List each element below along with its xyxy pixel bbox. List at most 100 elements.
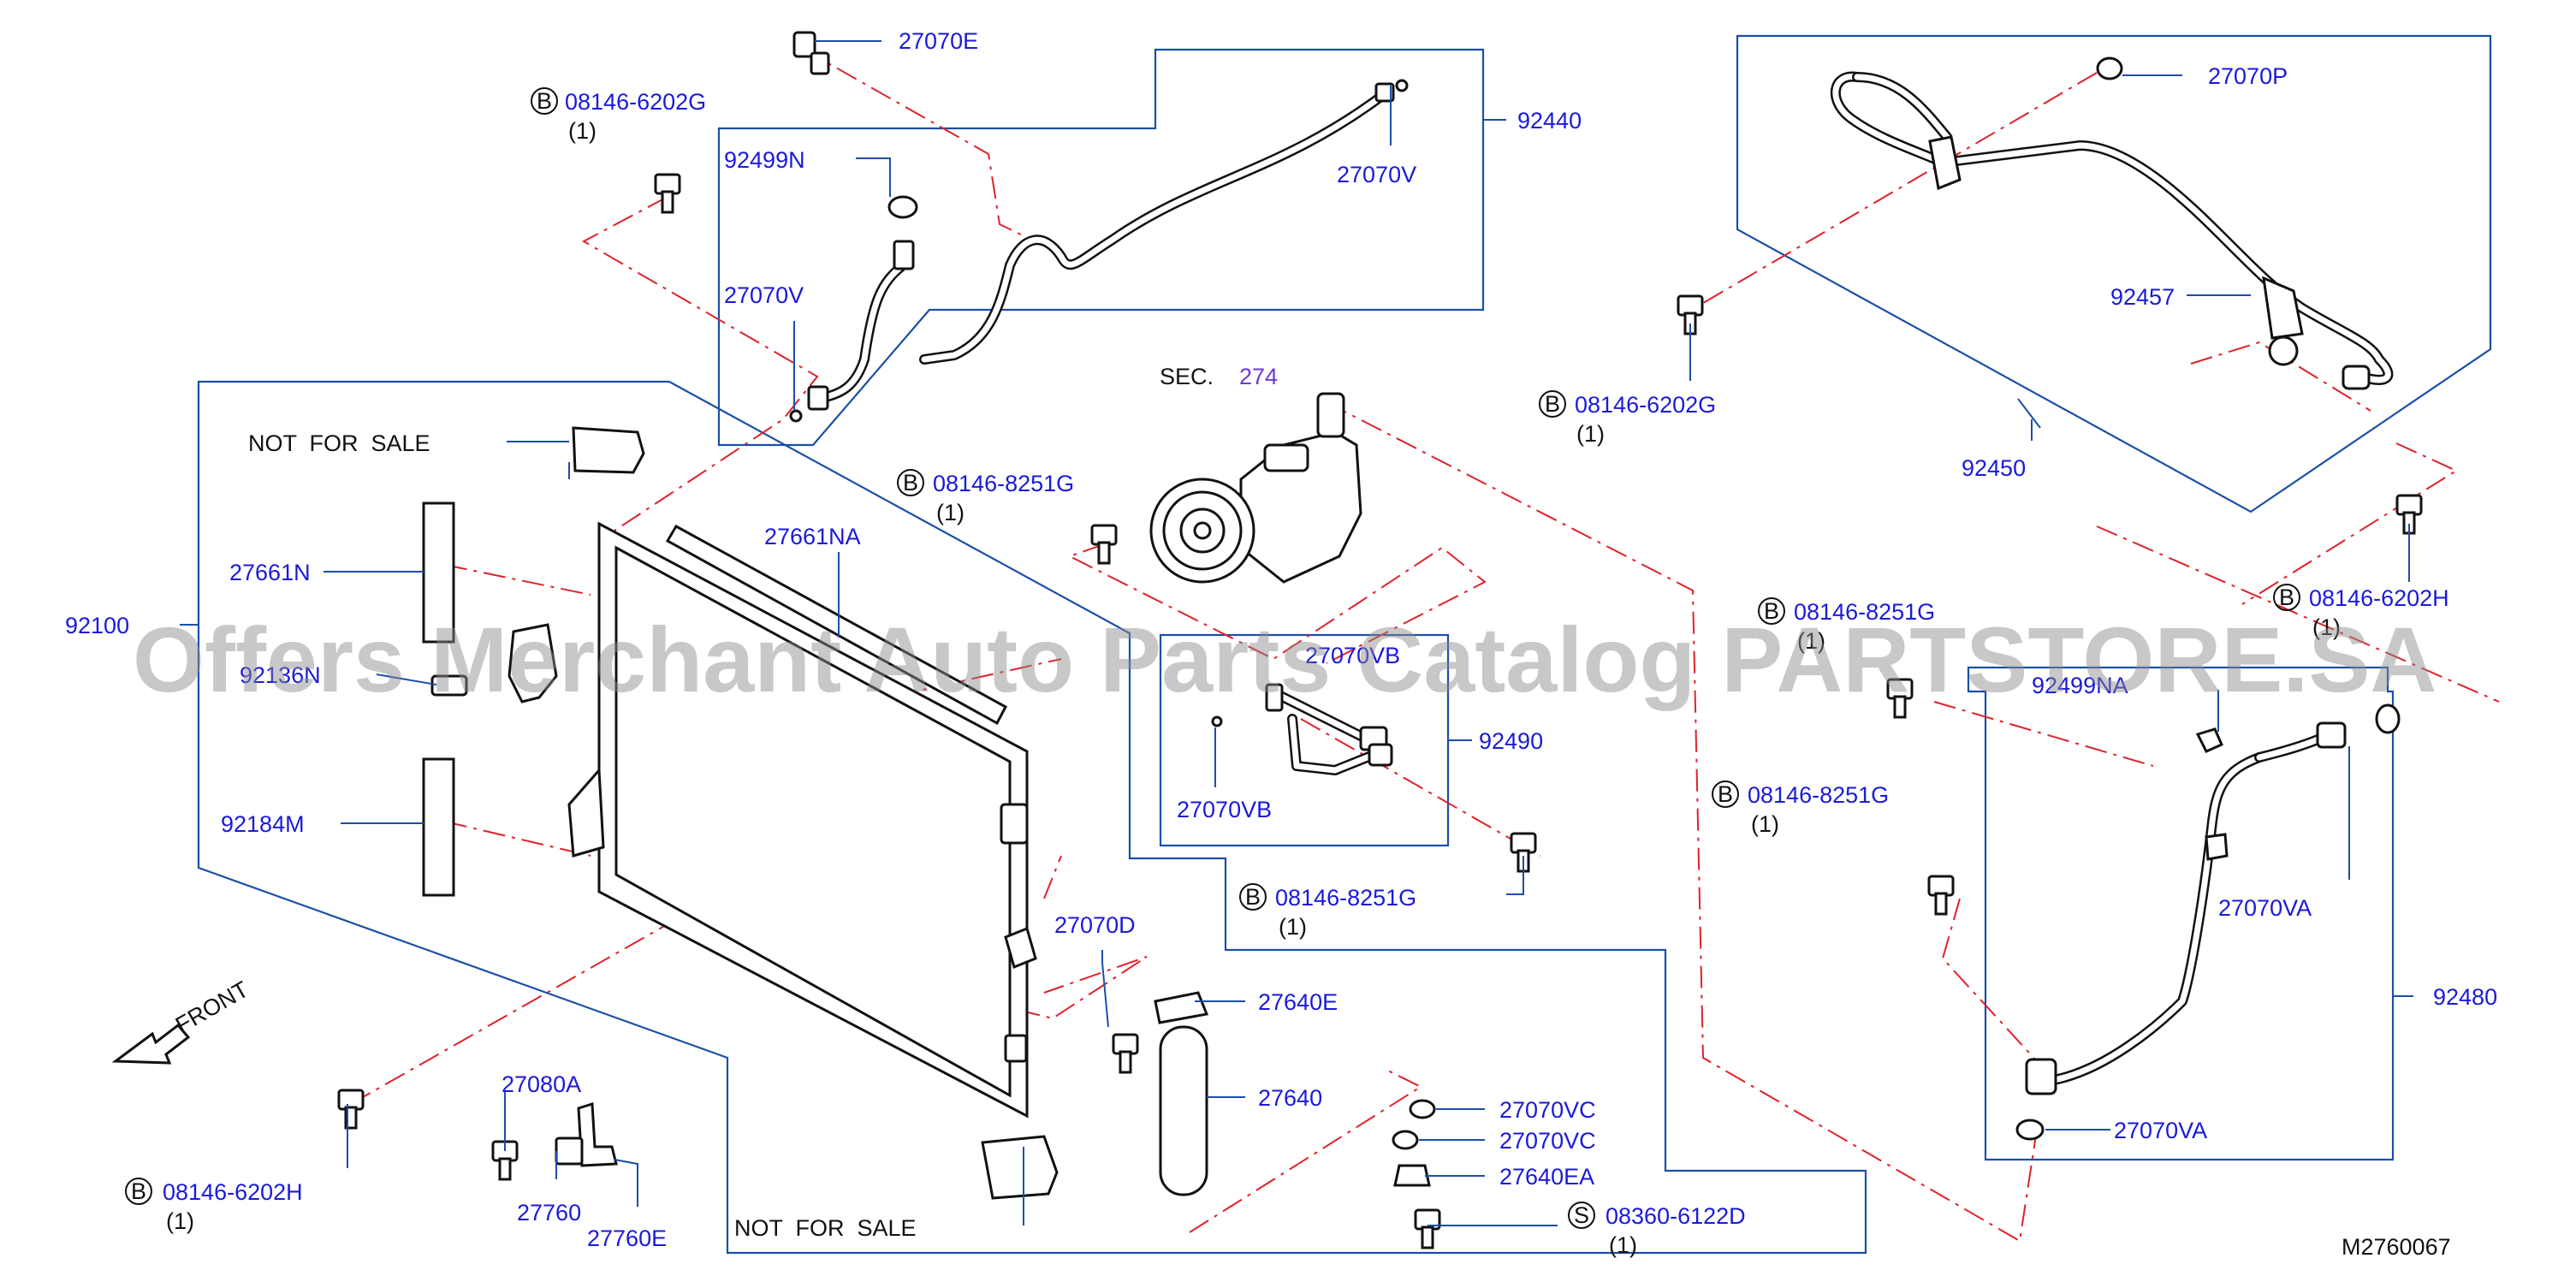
svg-text:08146-6202H: 08146-6202H	[163, 1179, 303, 1205]
bolt-callout-2: B 08146-8251G (1)	[897, 469, 1074, 525]
hose-92490	[1211, 683, 1393, 775]
not-for-sale-top: NOT FOR SALE	[248, 430, 430, 456]
bolt-callout-9: S 08360-6122D (1)	[1568, 1202, 1746, 1258]
label-92499na: 92499NA	[2032, 673, 2128, 698]
svg-text:08146-8251G: 08146-8251G	[933, 471, 1074, 496]
bolt-08146-8251g-lower	[1927, 875, 1955, 916]
label-27070vb-upper: 27070VB	[1305, 643, 1400, 668]
label-27070v-upper: 27070V	[1337, 162, 1416, 187]
bolt-08146-8251g-92490	[1510, 832, 1537, 873]
svg-text:08146-8251G: 08146-8251G	[1794, 599, 1935, 625]
label-27070va-lower: 27070VA	[2114, 1118, 2207, 1143]
front-label: FRONT	[171, 976, 253, 1038]
oring-27070v-upper	[1395, 79, 1409, 92]
bolt-callout-6: B 08146-8251G (1)	[1758, 597, 1935, 654]
label-27070vc-a: 27070VC	[1499, 1097, 1596, 1123]
nut-92499na	[2195, 727, 2223, 753]
label-27640ea: 27640EA	[1499, 1164, 1594, 1190]
label-27070va-upper: 27070VA	[2218, 895, 2312, 921]
svg-text:(1): (1)	[166, 1208, 194, 1234]
watermark: Offers Merchant Auto Parts Catalog PARTS…	[133, 608, 2437, 711]
label-92490: 92490	[1479, 728, 1543, 754]
label-27640e: 27640E	[1258, 989, 1338, 1015]
svg-text:08146-8251G: 08146-8251G	[1275, 885, 1416, 911]
plug-27640ea	[1393, 1164, 1431, 1187]
outline-92480-hose-group	[1967, 666, 2395, 1161]
oring-27070va-lower	[2015, 1119, 2045, 1141]
svg-text:S: S	[1574, 1202, 1589, 1228]
svg-text:(1): (1)	[936, 500, 965, 525]
svg-text:(1): (1)	[2312, 614, 2341, 640]
pipe-92450	[1830, 71, 2394, 390]
oring-27070vc-b	[1392, 1130, 1419, 1150]
svg-text:(1): (1)	[1576, 421, 1605, 447]
outline-92450-pipe-group	[1736, 34, 2492, 513]
bracket-not-for-sale-top	[572, 426, 645, 474]
front-arrow-icon	[111, 1023, 191, 1065]
label-92499n: 92499N	[724, 147, 805, 173]
label-27661n: 27661N	[229, 560, 311, 585]
oring-27070v-lower	[789, 409, 803, 423]
bolt-callout-7: B 08146-8251G (1)	[1712, 780, 1889, 837]
bolt-callout-4: B 08146-8251G (1)	[1239, 883, 1416, 940]
seal-27661n	[422, 501, 455, 644]
label-27070v-lower: 27070V	[724, 282, 804, 308]
label-27760e: 27760E	[587, 1225, 667, 1251]
label-27070p: 27070P	[2208, 63, 2288, 89]
svg-text:(1): (1)	[1279, 914, 1307, 940]
svg-text:(1): (1)	[1609, 1232, 1637, 1258]
label-92440: 92440	[1517, 108, 1582, 134]
not-for-sale-bottom: NOT FOR SALE	[734, 1215, 917, 1241]
bolt-08360-6122d	[1414, 1208, 1441, 1249]
label-27070vc-b: 27070VC	[1499, 1128, 1596, 1154]
pipe-92440	[807, 82, 1395, 411]
oring-27070vc-a	[1409, 1099, 1436, 1119]
label-27760: 27760	[517, 1200, 581, 1225]
svg-text:08146-6202G: 08146-6202G	[565, 89, 706, 115]
label-27070d: 27070D	[1054, 912, 1136, 938]
diagram-id: M2760067	[2342, 1234, 2451, 1260]
label-92450: 92450	[1962, 455, 2026, 481]
ac-compressor-sec-274	[1149, 392, 1362, 584]
label-92457: 92457	[2110, 284, 2175, 310]
svg-text:08146-6202H: 08146-6202H	[2309, 585, 2449, 611]
svg-text:08360-6122D: 08360-6122D	[1606, 1203, 1746, 1229]
svg-text:B: B	[2279, 585, 2294, 610]
svg-text:B: B	[131, 1178, 146, 1204]
label-92480: 92480	[2433, 984, 2497, 1010]
svg-text:(1): (1)	[1751, 811, 1779, 837]
bracket-27760	[555, 1101, 618, 1167]
receiver-drier-27640	[1154, 991, 1209, 1196]
svg-text:B: B	[537, 88, 552, 114]
label-27661na: 27661NA	[764, 524, 861, 549]
label-27070e: 27070E	[899, 28, 978, 54]
label-92136n: 92136N	[240, 662, 321, 688]
label-92100: 92100	[65, 613, 129, 638]
fitting-27070e	[792, 31, 830, 75]
svg-text:B: B	[1245, 884, 1261, 910]
cap-92499n	[887, 195, 918, 219]
label-92184m: 92184M	[221, 811, 305, 837]
svg-text:B: B	[1718, 781, 1733, 807]
outline-92440-pipe-group	[717, 48, 1485, 447]
label-27640: 27640	[1258, 1085, 1322, 1111]
seal-92184m	[422, 757, 455, 897]
section-ref-prefix: SEC.	[1160, 364, 1214, 389]
svg-text:(1): (1)	[1797, 628, 1825, 654]
section-ref-number: 274	[1239, 364, 1278, 389]
bolt-08146-8251g-compressor	[1090, 524, 1118, 565]
svg-text:B: B	[903, 470, 918, 496]
bolt-27640	[1112, 1033, 1139, 1074]
label-27070vb-lower: 27070VB	[1177, 797, 1272, 822]
oring-27070p	[2096, 56, 2123, 80]
leader-lines	[180, 40, 2413, 1226]
bracket-92136n	[430, 623, 558, 703]
label-27080a: 27080A	[502, 1071, 581, 1097]
bolt-callout-5: B 08146-6202H (1)	[2273, 584, 2449, 640]
svg-text:B: B	[1545, 391, 1560, 417]
condenser-92100	[567, 521, 1037, 1119]
bolt-08146-6202g-top	[654, 173, 681, 214]
bracket-not-for-sale-bottom	[981, 1135, 1059, 1200]
svg-text:(1): (1)	[568, 118, 597, 144]
